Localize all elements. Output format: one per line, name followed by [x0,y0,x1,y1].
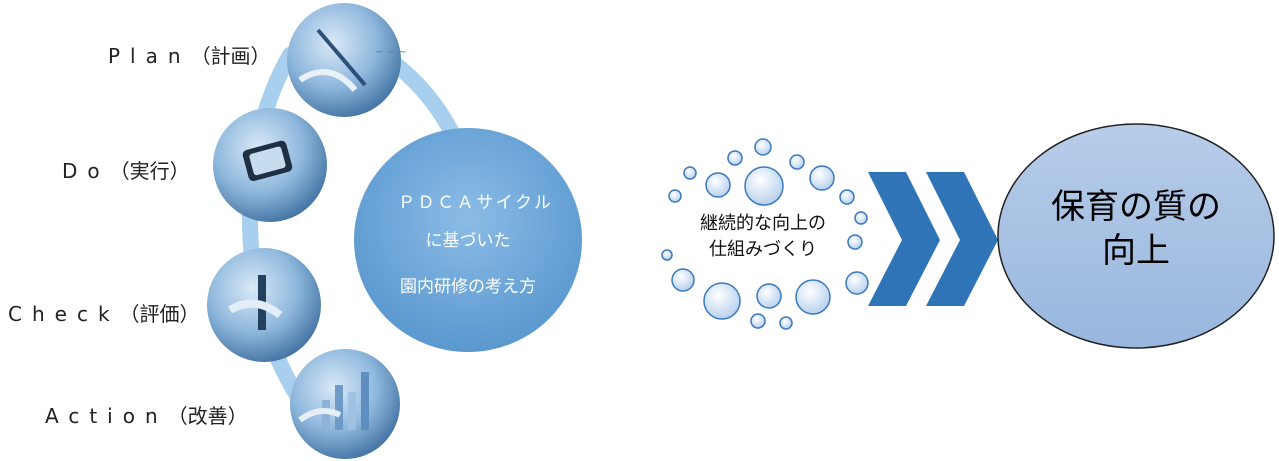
step-latin: Action [45,404,168,428]
chevron-arrow-2 [926,172,998,306]
step-latin: Check [8,302,120,326]
goal-line-1: 保育の質の [1051,187,1221,227]
goal-ellipse [997,123,1275,349]
step-label-do: Do（実行） [62,155,190,184]
photo-do [213,108,327,222]
step-paren: （計画） [190,44,271,68]
svg-text:~ ~ ~: ~ ~ ~ [375,47,407,58]
step-paren: （改善） [167,404,248,428]
goal-line-2: 向上 [1102,231,1170,271]
center-line-1: ＰＤＣＡサイクル [398,193,554,213]
center-line-3: 園内研修の考え方 [400,277,536,297]
step-paren: （評価） [119,302,200,326]
photo-check [207,248,321,362]
photo-plan: ~ ~ ~ [287,3,407,117]
step-label-check: Check（評価） [8,298,200,327]
step-latin: Do [62,159,110,183]
chevron-arrow-1 [868,172,940,306]
step-label-action: Action（改善） [45,400,248,429]
photo-action [290,349,400,459]
cycle-line-2: 仕組みづくり [709,239,817,260]
step-paren: （実行） [109,159,190,183]
center-line-2: に基づいた [425,231,511,251]
center-ellipse [354,128,582,352]
step-latin: Plan [108,44,191,68]
bubble-cluster [661,138,869,330]
step-label-plan: Plan（計画） [108,40,271,69]
cycle-line-1: 継続的な向上の [700,213,826,234]
